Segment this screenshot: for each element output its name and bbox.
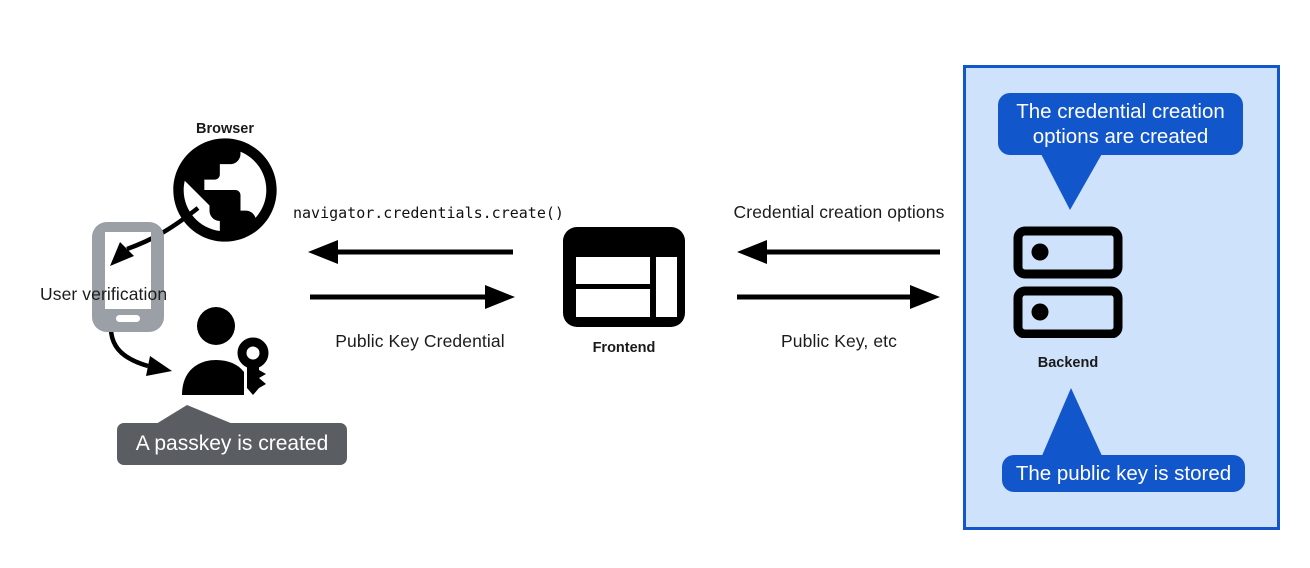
options-created-callout: The credential creation options are crea… [998, 93, 1243, 155]
smartphone-icon [92, 222, 164, 332]
frontend-label: Frontend [592, 340, 656, 356]
public-key-stored-callout: The public key is stored [1002, 455, 1245, 492]
public-key-credential-label: Public Key Credential [335, 331, 505, 351]
browser-window-icon [563, 227, 685, 327]
create-call-code: navigator.credentials.create() [293, 204, 564, 222]
person-with-key-icon [182, 307, 269, 395]
server-stack-icon [1013, 226, 1123, 338]
passkey-created-callout: A passkey is created [117, 423, 347, 465]
backend-label: Backend [1037, 355, 1099, 371]
public-key-etc-label: Public Key, etc [781, 331, 897, 351]
arrow-public-key-etc [737, 285, 940, 309]
browser-label: Browser [195, 121, 255, 137]
passkey-callout-pointer [156, 405, 233, 424]
arrow-public-key-credential [310, 285, 515, 309]
arrow-create-call [308, 240, 513, 264]
backend-panel: The credential creation options are crea… [963, 65, 1280, 530]
credential-creation-options-label: Credential creation options [733, 202, 945, 222]
globe-icon [173, 138, 277, 242]
stored-callout-pointer [1041, 388, 1103, 458]
options-callout-pointer [1040, 152, 1103, 210]
arrow-credential-options [737, 240, 940, 264]
user-verification-label: User verification [40, 284, 168, 304]
phone-home-bar [116, 315, 140, 322]
